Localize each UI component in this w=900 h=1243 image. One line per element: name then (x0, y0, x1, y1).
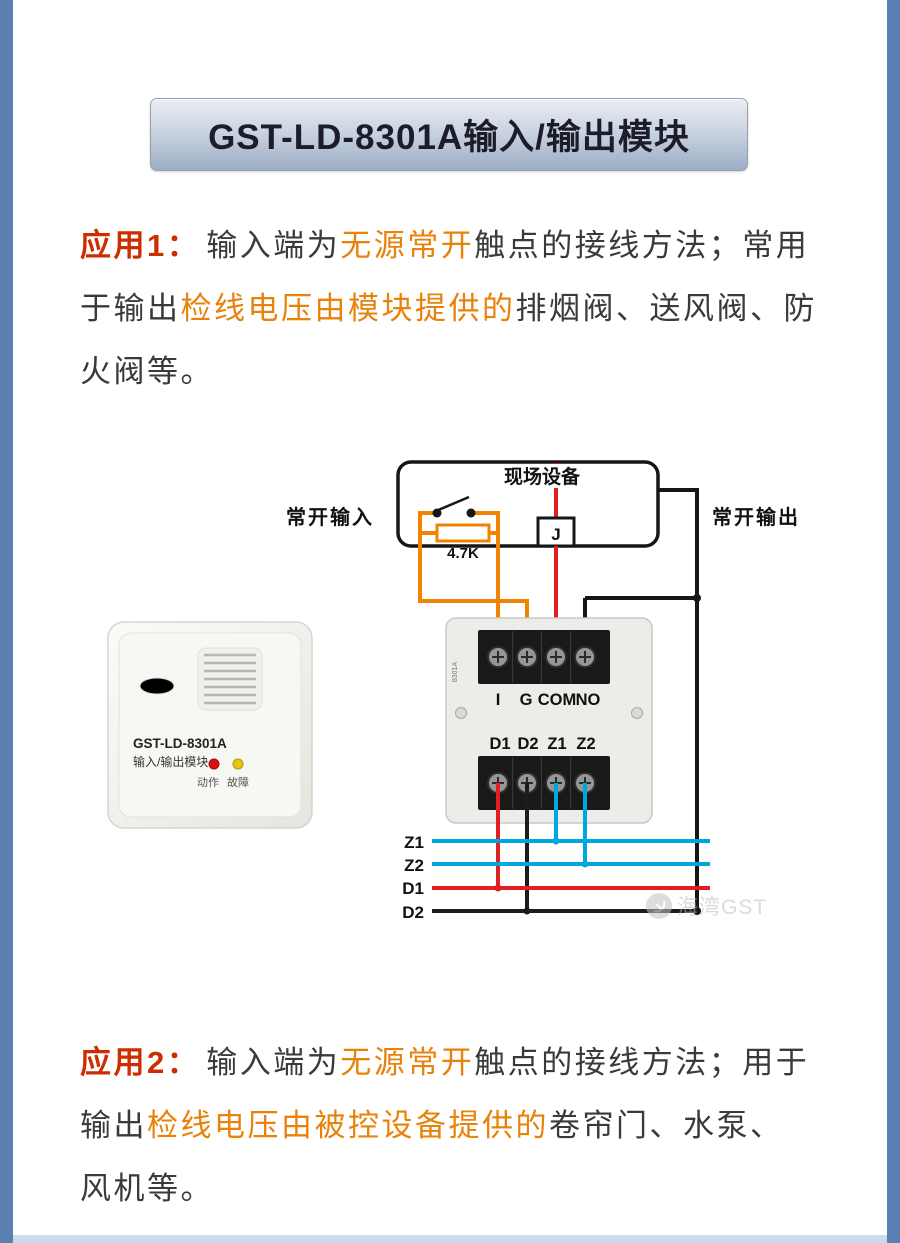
para-line: 输出检线电压由被控设备提供的卷帘门、水泵、 (80, 1094, 862, 1157)
left-border-bar (0, 0, 13, 1243)
app2-text: 风机等。 (80, 1171, 214, 1206)
module-photo: GST-LD-8301A 输入/输出模块 动作 故障 (107, 621, 313, 829)
app1-label: 应用1： (80, 228, 201, 263)
bus-label-z1: Z1 (404, 833, 424, 852)
terminal-label-z2: Z2 (576, 735, 595, 753)
app2-highlight: 检线电压由被控设备提供的 (147, 1108, 549, 1143)
bus-label-d1: D1 (402, 879, 424, 898)
para-line: 火阀等。 (80, 340, 862, 403)
bus-labels: Z1 Z2 D1 D2 (402, 833, 424, 922)
watermark: 海湾GST (646, 893, 767, 919)
para-line: 应用2：输入端为无源常开触点的接线方法；用于 (80, 1031, 862, 1094)
app1-text: 输入端为 (206, 228, 341, 263)
resistor-value-label: 4.7K (447, 545, 479, 562)
title-banner: GST-LD-8301A输入/输出模块 (150, 98, 748, 171)
app2-label: 应用2： (80, 1045, 201, 1080)
brand-emboss (139, 677, 175, 695)
application-2-paragraph: 应用2：输入端为无源常开触点的接线方法；用于 输出检线电压由被控设备提供的卷帘门… (80, 1031, 862, 1220)
application-1-paragraph: 应用1：输入端为无源常开触点的接线方法；常用 于输出检线电压由模块提供的排烟阀、… (80, 214, 862, 403)
app1-text: 于输出 (80, 291, 181, 326)
eol-resistor (435, 523, 491, 543)
page-title: GST-LD-8301A输入/输出模块 (208, 118, 690, 157)
field-device-box: 现场设备 (396, 460, 660, 548)
fault-led (232, 758, 244, 770)
para-line: 于输出检线电压由模块提供的排烟阀、送风阀、防 (80, 277, 862, 340)
board-marking: 8301A (452, 662, 459, 683)
terminal-label-com: COM (538, 691, 577, 709)
app2-text: 输入端为 (206, 1045, 341, 1080)
module-name-text: 输入/输出模块 (133, 754, 208, 769)
app1-text: 排烟阀、送风阀、防 (515, 291, 817, 326)
field-device-label: 现场设备 (504, 465, 581, 488)
relay-label: J (551, 525, 560, 544)
module-model-text: GST-LD-8301A (133, 736, 227, 751)
bus-label-z2: Z2 (404, 856, 424, 875)
app2-text: 卷帘门、水泵、 (549, 1108, 784, 1143)
terminal-block: 8301A I G COM NO (445, 617, 653, 824)
mounting-hole (631, 707, 643, 719)
para-line: 应用1：输入端为无源常开触点的接线方法；常用 (80, 214, 862, 277)
right-border-bar (887, 0, 900, 1243)
input-circuit: 4.7K (418, 495, 529, 660)
bottom-border-band (13, 1235, 887, 1243)
para-line: 风机等。 (80, 1157, 862, 1220)
app1-highlight: 检线电压由模块提供的 (180, 291, 516, 326)
input-side-label: 常开输入 (286, 505, 374, 529)
terminal-label-g: G (520, 691, 533, 709)
app1-text: 火阀等。 (80, 354, 214, 389)
terminal-label-z1: Z1 (547, 735, 566, 753)
app2-highlight: 无源常开 (340, 1045, 475, 1080)
terminal-label-d1: D1 (489, 735, 510, 753)
terminal-strip-bottom (478, 756, 610, 810)
grille-slots (204, 653, 256, 705)
mounting-hole (455, 707, 467, 719)
terminal-label-no: NO (576, 691, 601, 709)
switch-lever (435, 495, 470, 513)
fault-led-label: 故障 (227, 775, 249, 789)
app1-text: 触点的接线方法；常用 (474, 228, 810, 263)
action-led-label: 动作 (197, 776, 219, 789)
output-side-label: 常开输出 (712, 505, 800, 529)
terminal-strip-top (478, 630, 610, 684)
wire-junction (693, 594, 701, 602)
app2-text: 输出 (80, 1108, 147, 1143)
terminal-label-d2: D2 (517, 735, 538, 753)
terminal-label-i: I (496, 691, 501, 709)
switch-contact (466, 508, 476, 518)
terminal-labels: I G COM NO D1 D2 Z1 Z2 (489, 691, 600, 753)
terminal-screws (487, 646, 596, 794)
app1-highlight: 无源常开 (340, 228, 475, 263)
action-led (208, 758, 220, 770)
app2-text: 触点的接线方法；用于 (474, 1045, 810, 1080)
bus-label-d2: D2 (402, 903, 424, 922)
watermark-text: 海湾GST (677, 896, 767, 919)
